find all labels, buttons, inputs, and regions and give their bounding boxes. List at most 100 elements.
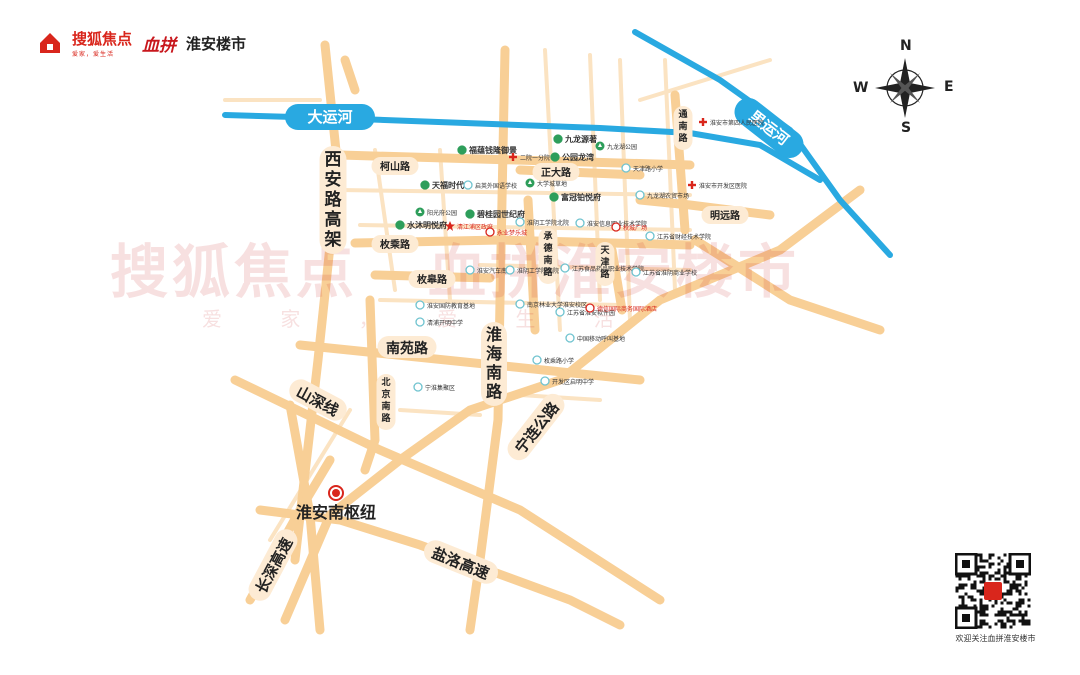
- svg-text:路: 路: [543, 266, 553, 278]
- poi-label: 中国移动呼叫基地: [577, 335, 625, 343]
- poi-misc[interactable]: 宁淮集聚区: [413, 382, 455, 392]
- poi-estate[interactable]: 水沐明悦府: [395, 220, 447, 230]
- poi-label: 二院一分院: [520, 154, 550, 162]
- poi-misc[interactable]: 中国移动呼叫基地: [565, 333, 625, 343]
- poi-label: 江苏省淮安软件园: [567, 309, 615, 317]
- svg-text:柯山路: 柯山路: [380, 160, 411, 173]
- poi-estate[interactable]: 天福时代: [420, 180, 464, 190]
- minor-road-7: [338, 188, 692, 197]
- hub-marker[interactable]: [328, 485, 344, 501]
- poi-school[interactable]: 清浦开明中学: [415, 317, 463, 327]
- poi-estate[interactable]: 公园龙湾: [550, 152, 594, 162]
- estate-icon: [549, 192, 559, 202]
- poi-park[interactable]: 阳光府公园: [415, 207, 458, 218]
- poi-school[interactable]: 启英外国语学校: [463, 180, 517, 190]
- poi-label: 大学城草地: [537, 180, 567, 188]
- sohu-brand: 搜狐焦点 爱家，爱生活: [72, 30, 133, 58]
- qr-caption: 欢迎关注血拼淮安楼市: [955, 634, 1036, 643]
- minor-road-13: [638, 58, 772, 102]
- poi-school[interactable]: 江苏省财经技术学院: [645, 231, 711, 241]
- svg-text:京: 京: [381, 388, 390, 400]
- estate-icon: [395, 220, 405, 230]
- transit-icon: [465, 265, 475, 275]
- poi-school[interactable]: 南京林业大学淮安校区: [515, 299, 587, 309]
- poi-label: 秋城广场: [623, 224, 647, 232]
- poi-mall[interactable]: 秋城广场: [611, 222, 647, 232]
- school-icon: [415, 300, 425, 310]
- poi-label: 永业梦乐城: [497, 229, 527, 237]
- qr-code-icon: [955, 553, 1031, 629]
- poi-gov[interactable]: 清江浦区政府: [445, 221, 493, 231]
- poi-mall[interactable]: 德信国际商务国际酒店: [585, 303, 657, 313]
- poi-park[interactable]: 九龙湖公园: [595, 141, 638, 152]
- poi-mall[interactable]: 永业梦乐城: [485, 227, 527, 237]
- estate-icon: [457, 145, 467, 155]
- poi-market[interactable]: 九龙湖农贸市场: [635, 190, 689, 200]
- poi-school[interactable]: 开发区启明中学: [540, 376, 594, 386]
- poi-estate[interactable]: 碧桂园世纪府: [465, 209, 525, 219]
- poi-estate[interactable]: 福蕴钱隆御景: [457, 145, 517, 155]
- road-label-tongnan: 通南路: [673, 106, 693, 150]
- poi-label: 公园龙湾: [562, 152, 594, 162]
- svg-text:路: 路: [486, 382, 503, 401]
- road-label-keshan: 柯山路: [371, 157, 419, 175]
- poi-school[interactable]: 江苏省淮阴商业学校: [631, 267, 697, 277]
- poi-label: 水沐明悦府: [406, 220, 447, 230]
- school-icon: [463, 180, 473, 190]
- road-label-nanyuan: 南苑路: [377, 336, 437, 358]
- svg-text:海: 海: [486, 344, 502, 363]
- poi-hospital[interactable]: 二院一分院: [509, 153, 550, 162]
- nanyuan-road-line: [295, 340, 645, 385]
- poi-school[interactable]: 江苏食品药品职业技术学院: [560, 263, 644, 273]
- poi-label: 淮安市第四人民医院: [710, 119, 764, 127]
- poi-label: 富冠铂悦府: [561, 192, 601, 202]
- chengde-road-line: [523, 195, 540, 335]
- poi-transit[interactable]: 淮安汽车南站: [465, 265, 513, 275]
- poi-school[interactable]: 淮阴工学院北院: [515, 217, 569, 227]
- poi-label: 德信国际商务国际酒店: [597, 305, 657, 313]
- svg-text:明远路: 明远路: [710, 209, 741, 222]
- road-label-meigao: 枚皋路: [408, 270, 456, 288]
- qr-code[interactable]: [955, 553, 1031, 629]
- estate-icon: [420, 180, 430, 190]
- svg-text:南: 南: [486, 363, 502, 382]
- misc-icon: [565, 333, 575, 343]
- svg-text:高: 高: [325, 209, 342, 230]
- poi-label: 碧桂园世纪府: [476, 209, 525, 219]
- poi-park[interactable]: 大学城草地: [525, 178, 568, 189]
- poi-label: 清江浦区政府: [457, 223, 493, 231]
- svg-text:路: 路: [325, 189, 343, 210]
- poi-school[interactable]: 淮安国防教育基地: [415, 300, 475, 310]
- svg-text:津: 津: [600, 256, 609, 268]
- poi-school[interactable]: 枚乘路小学: [532, 355, 574, 365]
- house-logo-icon: [38, 31, 62, 55]
- svg-text:路: 路: [381, 412, 391, 424]
- changshen-line-a: [285, 400, 325, 635]
- poi-label: 宁淮集聚区: [425, 384, 455, 392]
- poi-estate[interactable]: 九龙源著: [553, 134, 597, 144]
- misc-icon: [413, 382, 423, 392]
- compass-w: W: [853, 80, 869, 96]
- poi-label: 九龙湖公园: [607, 143, 637, 151]
- school-icon: [645, 231, 655, 241]
- school-icon: [505, 265, 515, 275]
- poi-school[interactable]: 江苏省淮安软件园: [555, 307, 615, 317]
- poi-hospital[interactable]: 淮安市第四人民医院: [699, 118, 764, 127]
- road-label-yanluo: 盐洛高速: [424, 540, 498, 584]
- poi-school[interactable]: 天津路小学: [621, 163, 663, 173]
- svg-text:通: 通: [678, 108, 687, 120]
- ninglian-line: [280, 185, 865, 625]
- mall-icon: [585, 303, 595, 313]
- poi-hospital[interactable]: 淮安市开发区医院: [688, 181, 747, 190]
- poi-estate[interactable]: 富冠铂悦府: [549, 192, 601, 202]
- city-brand: 淮安楼市: [186, 34, 247, 53]
- estate-icon: [553, 134, 563, 144]
- keshan-road-line: [335, 150, 695, 170]
- poi-school[interactable]: 淮阴工学院南院: [505, 265, 559, 275]
- svg-text:安: 安: [325, 169, 342, 190]
- compass-n: N: [900, 38, 912, 54]
